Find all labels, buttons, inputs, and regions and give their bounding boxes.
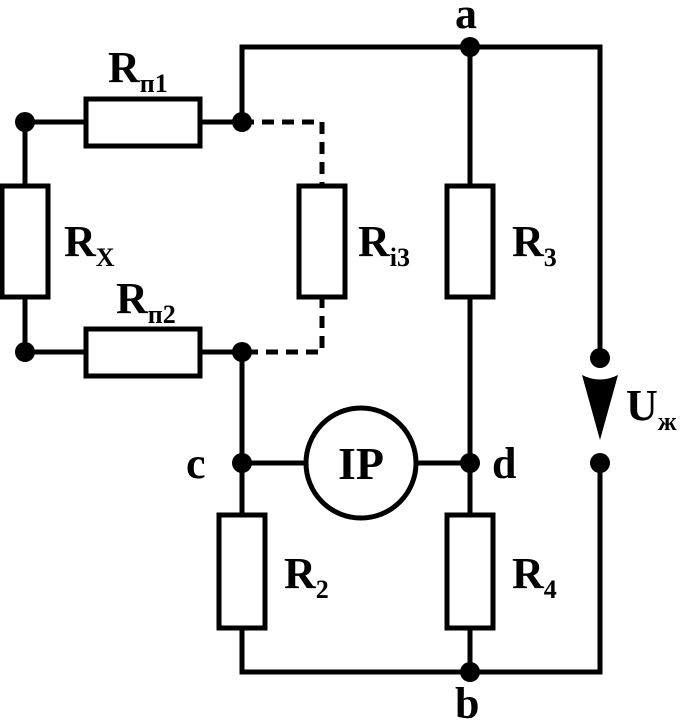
- label-r4-sub: 4: [544, 575, 557, 604]
- dashed-wire-top: [242, 119, 325, 186]
- resistor-ri3: [296, 183, 348, 300]
- label-r3-sub: 3: [544, 243, 557, 272]
- node-left-top-dot: [15, 112, 35, 132]
- label-rx: RX: [64, 217, 115, 272]
- meter-label: IP: [338, 438, 384, 489]
- node-left-bottom-dot: [15, 342, 35, 362]
- label-r2-main: R: [284, 549, 317, 598]
- node-b-label: b: [455, 679, 479, 723]
- label-r3: R3: [512, 217, 557, 272]
- label-ri3-main: R: [358, 217, 391, 266]
- resistor-rp1: [83, 96, 203, 149]
- meter-circle: [303, 405, 419, 521]
- source-terminal-top: [590, 348, 610, 368]
- node-a-dot: [460, 37, 480, 57]
- label-rx-main: R: [64, 217, 97, 266]
- wire-source-bottom: [239, 460, 603, 675]
- wire-top: [239, 44, 603, 358]
- resistor-r4: [444, 512, 496, 631]
- label-rp2: Rп2: [116, 274, 176, 329]
- node-rp2-dot: [232, 342, 252, 362]
- label-r2: R2: [284, 549, 329, 604]
- label-rx-sub: X: [96, 243, 115, 272]
- label-rp1: Rп1: [108, 43, 168, 98]
- label-source: Uж: [626, 381, 677, 436]
- dashed-wire-bottom: [242, 296, 325, 355]
- node-d-dot: [460, 453, 480, 473]
- label-r2-sub: 2: [316, 575, 329, 604]
- resistor-r3: [444, 183, 496, 300]
- source-terminal-bottom: [590, 453, 610, 473]
- node-rp1-dot: [232, 112, 252, 132]
- label-r4-main: R: [512, 549, 545, 598]
- label-r3-main: R: [512, 217, 545, 266]
- label-r4: R4: [512, 549, 557, 604]
- label-source-main: U: [626, 381, 658, 430]
- node-a-label: a: [455, 0, 477, 38]
- label-rp2-sub: п2: [148, 300, 176, 329]
- label-rp1-sub: п1: [140, 69, 168, 98]
- source-arrow-icon: [582, 375, 618, 440]
- label-rp2-main: R: [116, 274, 149, 323]
- resistor-rp2: [83, 326, 203, 379]
- node-b-dot: [460, 662, 480, 682]
- node-c-label: c: [186, 439, 206, 488]
- node-c-dot: [232, 453, 252, 473]
- label-ri3: Rі3: [358, 217, 410, 272]
- label-ri3-sub: і3: [390, 243, 410, 272]
- label-source-sub: ж: [658, 407, 677, 436]
- resistor-rx: [0, 183, 51, 300]
- node-d-label: d: [492, 439, 516, 488]
- resistor-r2: [216, 512, 268, 631]
- label-rp1-main: R: [108, 43, 141, 92]
